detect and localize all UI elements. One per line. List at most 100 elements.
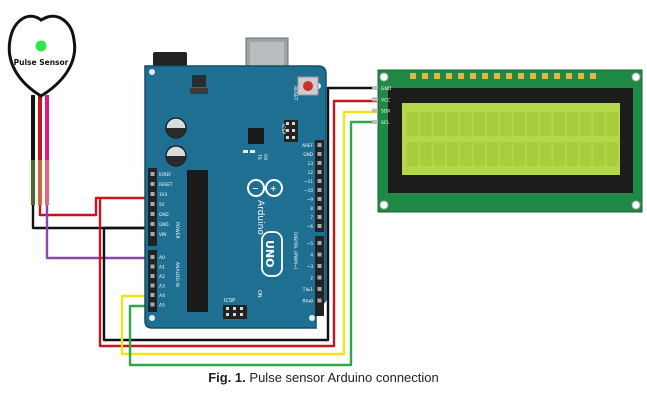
lcd-pin-label: SDA xyxy=(381,109,391,115)
digital-pin-label: 4 xyxy=(310,253,313,258)
sensor-cable-sleeve xyxy=(29,160,51,205)
atmega-chip xyxy=(187,170,208,312)
analog-section-label: ANALOG IN xyxy=(174,262,180,287)
power-pin xyxy=(150,182,155,186)
lcd-pin-label: SCL xyxy=(381,120,390,126)
figure-caption: Fig. 1. Pulse sensor Arduino connection xyxy=(0,370,647,385)
digital-pin-label: 7 xyxy=(310,215,313,220)
digital-pin xyxy=(317,241,322,245)
lcd-pad xyxy=(590,73,596,79)
arduino-pcb xyxy=(144,65,327,329)
tx-label: TX xyxy=(256,153,262,160)
lcd-cell xyxy=(593,112,605,136)
lcd-pin xyxy=(372,97,378,102)
lcd-cell xyxy=(566,142,579,166)
lcd-cell xyxy=(553,112,565,136)
analog-pin xyxy=(150,264,155,269)
digital-pin-label: 13 xyxy=(308,161,314,166)
lcd-cell xyxy=(460,142,472,166)
lcd-cell xyxy=(579,112,592,136)
svg-text:−: − xyxy=(252,184,259,193)
lcd-pin xyxy=(372,86,378,90)
lcd-pad xyxy=(434,73,440,79)
digital-pin xyxy=(317,215,322,219)
digital-pin xyxy=(317,264,322,268)
lcd-pad xyxy=(554,73,560,79)
digital-pin xyxy=(317,170,322,174)
analog-pin-label: A3 xyxy=(159,284,165,290)
lcd-pin-label: GND xyxy=(381,86,392,92)
digital-pin-label: ~11 xyxy=(304,179,313,184)
lcd-cell xyxy=(513,112,525,136)
digital-pin-label: 8 xyxy=(310,206,313,211)
analog-pin-label: A2 xyxy=(159,274,165,280)
lcd-character-cells xyxy=(407,112,618,166)
wire-lcd-green-scl xyxy=(128,120,377,367)
wire-lcd-red-vcc xyxy=(98,99,377,348)
digital-pin-label: 2 xyxy=(310,276,313,281)
lcd-pin-label: VCC xyxy=(381,97,390,103)
lcd-cell xyxy=(553,142,565,166)
lcd-cell xyxy=(420,112,432,136)
figure-caption-text: Pulse sensor Arduino connection xyxy=(249,370,439,385)
power-pin-label: GND xyxy=(159,212,169,217)
lcd-cell xyxy=(606,112,618,136)
analog-pin-label: A4 xyxy=(159,293,165,299)
uno-label: UNO xyxy=(263,240,276,268)
digital-pin xyxy=(317,275,322,280)
power-pin-label: IOREF xyxy=(159,172,172,177)
lcd-cell xyxy=(526,112,539,136)
lcd-cell xyxy=(407,112,419,136)
power-pin xyxy=(150,172,155,176)
lcd-cell xyxy=(420,142,432,166)
usb-chip xyxy=(248,128,264,144)
wire-sensor-purple-a0 xyxy=(45,205,160,260)
digital-pin xyxy=(317,206,322,210)
lcd-pin xyxy=(372,108,378,113)
lcd-cell xyxy=(540,142,552,166)
digital-pin-label: ~10 xyxy=(304,188,313,193)
power-header xyxy=(148,168,157,246)
lcd-cell xyxy=(606,142,618,166)
analog-pin-label: A0 xyxy=(159,255,165,261)
lcd-cell xyxy=(540,112,552,136)
arduino-brand-label: Arduino xyxy=(255,200,265,235)
voltage-regulator xyxy=(192,75,206,87)
pulse-sensor-led-icon xyxy=(35,40,47,52)
power-pin xyxy=(150,232,155,236)
digital-pin xyxy=(317,252,322,257)
digital-pin-label: ~5 xyxy=(307,241,314,246)
icsp-label-bottom: ICSP xyxy=(224,298,235,304)
digital-pin xyxy=(317,161,322,165)
digital-pin-label: RX◂0 xyxy=(302,299,313,304)
pulse-sensor-label: Pulse Sensor xyxy=(14,58,69,67)
power-pin xyxy=(150,192,155,196)
uno-badge: UNO xyxy=(261,231,283,277)
on-label: ON xyxy=(256,290,262,298)
figure-caption-label: Fig. 1. xyxy=(208,370,246,385)
lcd-pad xyxy=(446,73,452,79)
digital-pin xyxy=(317,298,322,303)
digital-pin-label: TX▸1 xyxy=(302,287,314,292)
lcd-cell xyxy=(486,112,499,136)
lcd-pad xyxy=(494,73,500,79)
power-pin-label: 5V xyxy=(159,202,165,207)
wire-sensor-red-5v xyxy=(38,196,160,217)
analog-pin-label: A1 xyxy=(159,265,165,271)
lcd-pin xyxy=(372,119,378,124)
power-pin xyxy=(150,222,155,226)
digital-pin xyxy=(317,152,322,156)
digital-pin xyxy=(317,143,322,147)
lcd-pad xyxy=(530,73,536,79)
power-section-label: POWER xyxy=(174,222,180,239)
arduino-logo: − + xyxy=(247,179,283,197)
wires xyxy=(31,86,377,367)
power-pin xyxy=(150,202,155,206)
digital-pin-label: ~3 xyxy=(307,264,314,269)
lcd-cell xyxy=(500,112,512,136)
pulse-sensor-heart-icon xyxy=(7,14,77,98)
